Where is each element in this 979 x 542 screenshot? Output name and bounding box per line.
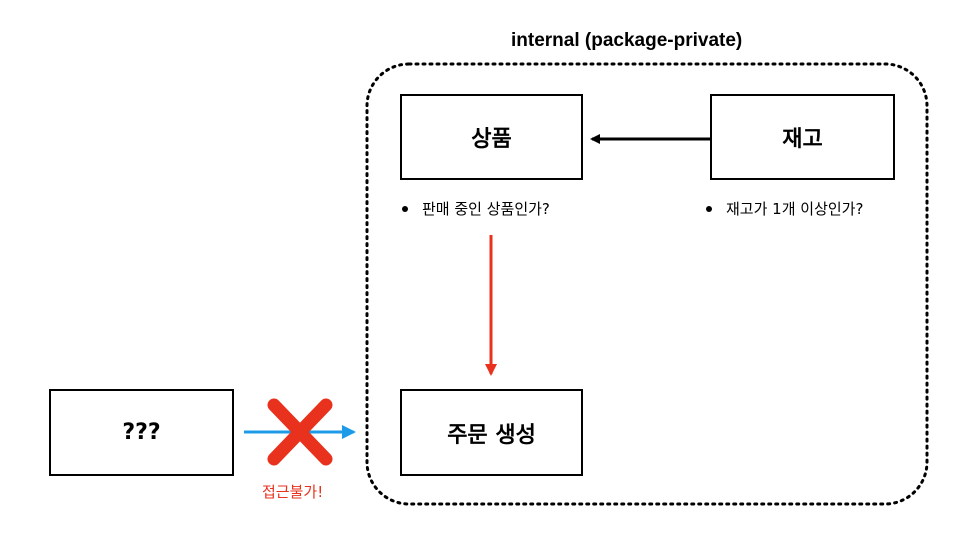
bullet-icon xyxy=(706,205,712,212)
stock-box-label: 재고 xyxy=(782,127,823,152)
package-boundary xyxy=(365,62,929,506)
stock-note-text: 재고가 1개 이상인가? xyxy=(726,200,864,218)
unknown-box[interactable]: ??? xyxy=(49,389,234,476)
product-box-label: 상품 xyxy=(471,127,512,152)
blocked-cross-icon xyxy=(267,398,333,466)
order-box-label: 주문 생성 xyxy=(447,422,536,448)
package-title: internal (package-private) xyxy=(511,30,743,51)
product-box[interactable]: 상품 xyxy=(400,94,583,180)
bullet-icon xyxy=(402,205,408,212)
stock-note: 재고가 1개 이상인가? xyxy=(706,198,863,219)
stock-box[interactable]: 재고 xyxy=(710,94,895,180)
order-box[interactable]: 주문 생성 xyxy=(400,389,583,476)
blocked-label: 접근불가! xyxy=(262,483,324,501)
unknown-box-label: ??? xyxy=(122,420,161,445)
product-note: 판매 중인 상품인가? xyxy=(402,198,550,219)
product-note-text: 판매 중인 상품인가? xyxy=(422,200,550,218)
